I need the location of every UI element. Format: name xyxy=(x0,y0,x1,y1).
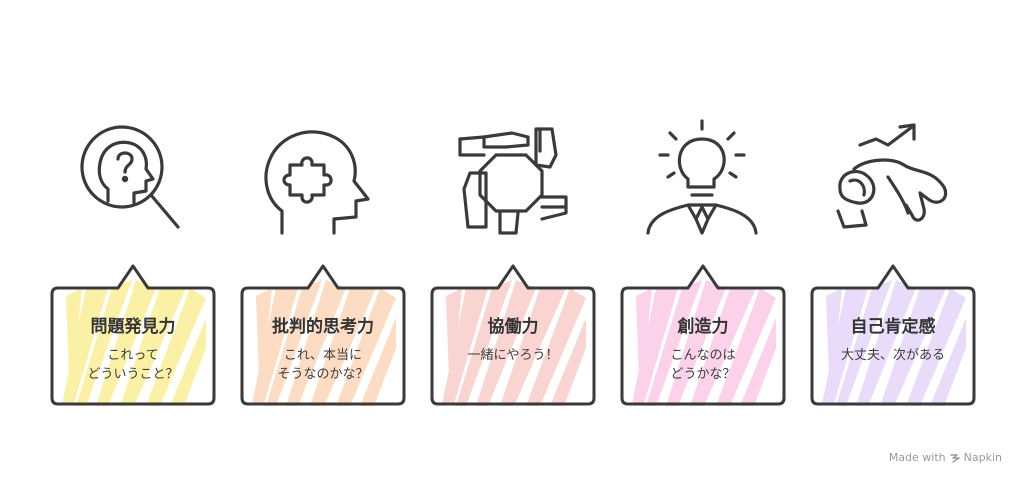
card-self-esteem: 自己肯定感 大丈夫、次がある xyxy=(806,258,980,410)
card-description: これ、本当に そうなのかな？ xyxy=(277,348,369,382)
card-description: 一緒にやろう！ xyxy=(467,348,559,363)
speech-bubble-frame xyxy=(810,264,976,406)
card-title: 協働力 xyxy=(487,317,539,337)
speech-bubble-frame xyxy=(240,264,406,406)
card-description: これって どういうこと？ xyxy=(87,348,179,382)
napkin-logo-icon xyxy=(949,453,960,463)
napkin-brand-label: Napkin xyxy=(963,451,1002,464)
speech-bubble-frame xyxy=(430,264,596,406)
card-collaboration: 協働力 一緒にやろう！ xyxy=(426,258,600,410)
card-critical-thinking: 批判的思考力 これ、本当に そうなのかな？ xyxy=(236,258,410,410)
speech-bubble-frame xyxy=(620,264,786,406)
card-problem-finding: 問題発見力 これって どういうこと？ xyxy=(46,258,220,410)
card-title: 自己肯定感 xyxy=(850,317,936,337)
card-title: 創造力 xyxy=(677,317,729,337)
card-title: 批判的思考力 xyxy=(272,317,374,337)
card-description: 大丈夫、次がある xyxy=(840,348,945,363)
card-title: 問題発見力 xyxy=(90,317,176,337)
made-with-napkin-watermark: Made with Napkin xyxy=(889,451,1002,464)
speech-bubble-frame xyxy=(50,264,216,406)
card-description: こんなのは どうかな？ xyxy=(670,348,736,382)
made-with-label: Made with xyxy=(888,451,946,464)
self-hug-arrow-up-icon xyxy=(826,115,956,245)
card-creativity: 創造力 こんなのは どうかな？ xyxy=(616,258,790,410)
lightbulb-person-icon xyxy=(636,115,766,245)
head-puzzle-icon xyxy=(250,115,380,245)
hands-together-icon xyxy=(446,115,576,245)
head-question-magnifier-icon xyxy=(58,115,188,245)
